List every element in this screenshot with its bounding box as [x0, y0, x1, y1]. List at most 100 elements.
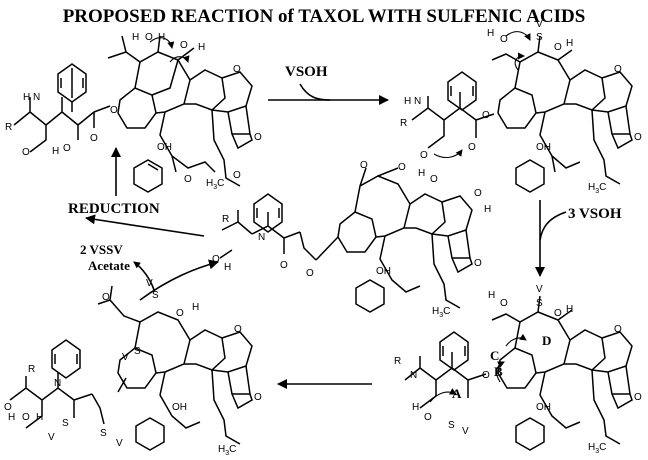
- atom-v: V: [536, 19, 543, 30]
- atom-s: S: [448, 420, 455, 431]
- atom-h: H: [404, 96, 411, 107]
- atom-h: H: [487, 28, 494, 39]
- arrow-reduction: REDUCTION: [68, 147, 205, 237]
- atom-h: H: [23, 92, 30, 103]
- reduced-product: R N O H O O O O H O O H O OH H3C: [212, 160, 491, 319]
- atom-v: V: [122, 352, 129, 363]
- mechanism-arrow: [149, 37, 175, 49]
- atom-o: O: [4, 402, 12, 413]
- atom-h: H: [192, 302, 199, 313]
- atom-o: O: [212, 254, 220, 265]
- atom-s: S: [100, 428, 107, 439]
- atom-o: O: [145, 32, 153, 43]
- mechanism-arrow: [505, 31, 531, 41]
- atom-o: O: [306, 268, 314, 279]
- atom-o: O: [254, 132, 262, 143]
- position-marker-a: A: [452, 386, 462, 401]
- atom-o: O: [22, 147, 30, 158]
- atom-o: O: [233, 64, 241, 75]
- atom-h3c: H3C: [588, 182, 606, 195]
- atom-v: V: [48, 432, 55, 443]
- atom-o: O: [184, 174, 192, 185]
- atom-v: V: [462, 426, 469, 437]
- reagent-exit-curve: [133, 261, 155, 291]
- atom-h3c: H3C: [206, 178, 224, 191]
- atom-o: O: [468, 142, 476, 153]
- arrow-vsoh: VSOH: [268, 64, 389, 105]
- scheme-title: PROPOSED REACTION of TAXOL WITH SULFENIC…: [63, 6, 586, 27]
- atom-o: O: [360, 160, 368, 171]
- atom-h: H: [8, 412, 15, 423]
- atom-o: O: [90, 133, 98, 144]
- atom-h: H: [484, 204, 491, 215]
- reagent-reduction: REDUCTION: [68, 201, 160, 217]
- reagent-entry-curve: [299, 83, 331, 101]
- atom-o: O: [500, 34, 508, 45]
- atom-h3c: H3C: [432, 306, 450, 319]
- atom-o: O: [280, 260, 288, 271]
- atom-r: R: [394, 356, 401, 367]
- atom-o: O: [176, 308, 184, 319]
- atom-oh: OH: [536, 402, 551, 413]
- atom-oh: OH: [376, 266, 391, 277]
- mechanism-arrow: [429, 388, 457, 403]
- atom-s: S: [536, 32, 543, 43]
- reaction-arrow: [139, 259, 219, 301]
- mechanism-arrow: [495, 361, 505, 383]
- atom-o: O: [234, 324, 242, 335]
- reagent-3-vsoh: 3 VSOH: [568, 206, 622, 222]
- atom-o: O: [614, 324, 622, 335]
- atom-s: S: [536, 298, 543, 309]
- atom-h3c: H3C: [218, 444, 236, 457]
- side-chain-1: H N R O H O O O: [5, 63, 118, 158]
- mechanism-arrow: [433, 149, 463, 159]
- atom-o: O: [500, 298, 508, 309]
- atom-o: O: [424, 412, 432, 423]
- arrow-vssv: 2 VSSV Acetate: [80, 242, 219, 301]
- atom-o: O: [110, 105, 118, 116]
- atom-o: O: [554, 308, 562, 319]
- atom-r: R: [400, 118, 407, 129]
- atom-h: H: [198, 42, 205, 53]
- atom-o: O: [482, 110, 490, 121]
- atom-h: H: [132, 32, 139, 43]
- atom-o: O: [474, 188, 482, 199]
- atom-o: O: [554, 42, 562, 53]
- atom-s: S: [134, 346, 141, 357]
- atom-o: O: [63, 143, 71, 154]
- atom-h: H: [566, 304, 573, 315]
- mechanism-arrow: [514, 52, 525, 71]
- atom-h: H: [412, 402, 419, 413]
- atom-o: O: [180, 40, 188, 51]
- atom-n: N: [33, 92, 40, 103]
- atom-o: O: [474, 258, 482, 269]
- atom-h: H: [36, 412, 43, 423]
- atom-o: O: [398, 162, 406, 173]
- atom-s: S: [62, 418, 69, 429]
- mechanism-arrow: [169, 55, 190, 63]
- taxol-reactant: H N R O H O O O H O H O H O O OH: [5, 32, 262, 193]
- atom-o: O: [102, 292, 110, 303]
- atom-h: H: [488, 290, 495, 301]
- atom-v: V: [146, 278, 153, 289]
- atom-o: O: [420, 150, 428, 161]
- position-marker-b: B: [494, 364, 503, 379]
- reagent-acetate: Acetate: [88, 258, 130, 273]
- benzoyl-ring-1: [133, 159, 163, 193]
- mechanism-arrow: [505, 333, 527, 347]
- atom-v: V: [116, 438, 123, 449]
- atom-r: R: [222, 214, 229, 225]
- atom-n: N: [258, 232, 265, 243]
- atom-v: V: [536, 284, 543, 295]
- atom-r: R: [28, 364, 35, 375]
- sulfenic-adduct-2: V S H O O H O O OH R N H O S V O H3C A B…: [394, 284, 642, 455]
- taxol-product-4: R N O H O H S V S V S V S V O H O O O OH…: [4, 278, 262, 457]
- sulfenic-adduct-1: H O S V O H O O OH H N R O O O H3C: [400, 19, 642, 195]
- reagent-2-vssv: 2 VSSV: [80, 242, 123, 257]
- atom-o: O: [233, 170, 241, 181]
- atom-o: O: [614, 64, 622, 75]
- atom-h: H: [418, 168, 425, 179]
- taxane-core-1: H O H O H O O OH O O H3C: [107, 32, 262, 191]
- arrow-3-vsoh: 3 VSOH: [535, 200, 622, 277]
